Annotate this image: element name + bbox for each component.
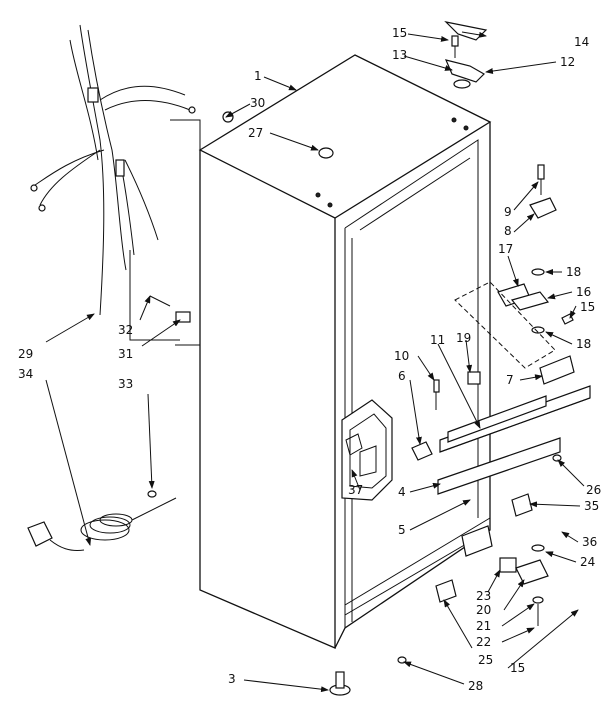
label-23: 23 — [476, 589, 491, 603]
label-1: 1 — [254, 69, 262, 83]
label-9: 9 — [504, 205, 512, 219]
label-21: 21 — [476, 619, 491, 633]
screw-26 — [552, 454, 562, 462]
label-14: 14 — [574, 35, 589, 49]
label-27: 27 — [248, 126, 263, 140]
label-33: 33 — [118, 377, 133, 391]
label-13: 13 — [392, 48, 407, 62]
label-15-bottom: 15 — [510, 661, 525, 675]
label-18-lower: 18 — [576, 337, 591, 351]
label-29: 29 — [18, 347, 33, 361]
clip-31 — [175, 311, 191, 323]
label-22: 22 — [476, 635, 491, 649]
label-30: 30 — [250, 96, 265, 110]
label-32: 32 — [118, 323, 133, 337]
bottom-hinge-parts — [435, 493, 549, 626]
part-labels: 1 30 27 15 13 14 12 9 8 17 18 16 15 18 1… — [18, 26, 601, 693]
label-25: 25 — [478, 653, 493, 667]
label-37: 37 — [348, 483, 363, 497]
screw-28 — [397, 656, 407, 664]
label-31: 31 — [118, 347, 133, 361]
label-15-mid: 15 — [580, 300, 595, 314]
top-hinge-parts — [444, 21, 488, 89]
label-35: 35 — [584, 499, 599, 513]
wiring-harness — [30, 24, 196, 316]
label-15-top: 15 — [392, 26, 407, 40]
label-7: 7 — [506, 373, 514, 387]
label-28: 28 — [468, 679, 483, 693]
label-34: 34 — [18, 367, 33, 381]
screw-33 — [147, 490, 157, 498]
power-cord — [27, 497, 177, 551]
plug-27 — [318, 147, 334, 159]
hinge-bracket-8 — [529, 164, 557, 219]
label-6: 6 — [398, 369, 406, 383]
leveling-foot — [329, 671, 351, 696]
leader-bracket-left — [129, 250, 180, 341]
label-5: 5 — [398, 523, 406, 537]
cabinet — [198, 54, 492, 649]
leader-lines — [45, 31, 585, 693]
hinge-parts-16-18 — [454, 268, 574, 369]
label-8: 8 — [504, 224, 512, 238]
label-24: 24 — [580, 555, 595, 569]
label-17: 17 — [498, 242, 513, 256]
label-20: 20 — [476, 603, 491, 617]
label-26: 26 — [586, 483, 601, 497]
label-4: 4 — [398, 485, 406, 499]
label-18-upper: 18 — [566, 265, 581, 279]
screw-32 — [149, 295, 171, 307]
label-16: 16 — [576, 285, 591, 299]
label-19: 19 — [456, 331, 471, 345]
label-10: 10 — [394, 349, 409, 363]
label-36: 36 — [582, 535, 597, 549]
leader-bracket-upper — [170, 119, 201, 150]
label-11: 11 — [430, 333, 445, 347]
rails-and-brackets — [437, 355, 591, 495]
label-3: 3 — [228, 672, 236, 686]
label-12: 12 — [560, 55, 575, 69]
